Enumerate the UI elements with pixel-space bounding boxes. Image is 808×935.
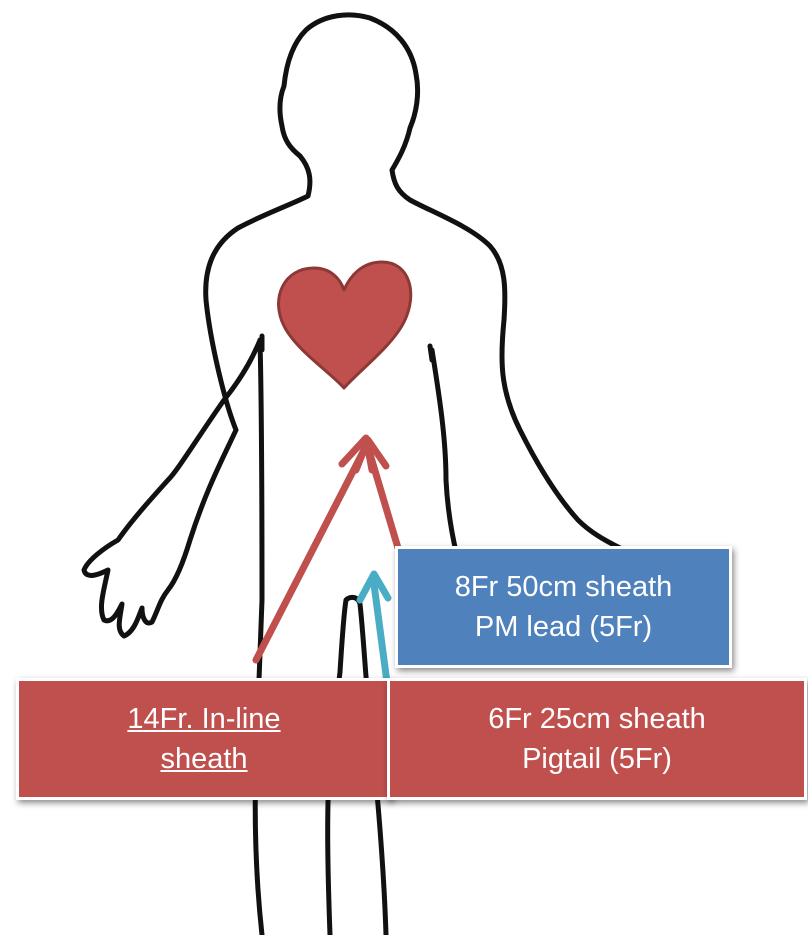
pm-lead-label-line-2: PM lead (5Fr) [398,607,729,647]
red-arrow-right [356,440,398,548]
inline-sheath-label-box: 14Fr. In-line sheath [16,678,392,800]
pigtail-label-box: 6Fr 25cm sheath Pigtail (5Fr) [387,678,807,800]
heart-icon [279,262,411,388]
pigtail-label-line-2: Pigtail (5Fr) [390,739,804,779]
inline-sheath-label-line-2: sheath [19,739,389,779]
pm-lead-label-line-1: 8Fr 50cm sheath [398,567,729,607]
pm-lead-label-box: 8Fr 50cm sheath PM lead (5Fr) [395,546,732,668]
pigtail-label-line-1: 6Fr 25cm sheath [390,699,804,739]
inline-sheath-label-line-1: 14Fr. In-line [19,699,389,739]
